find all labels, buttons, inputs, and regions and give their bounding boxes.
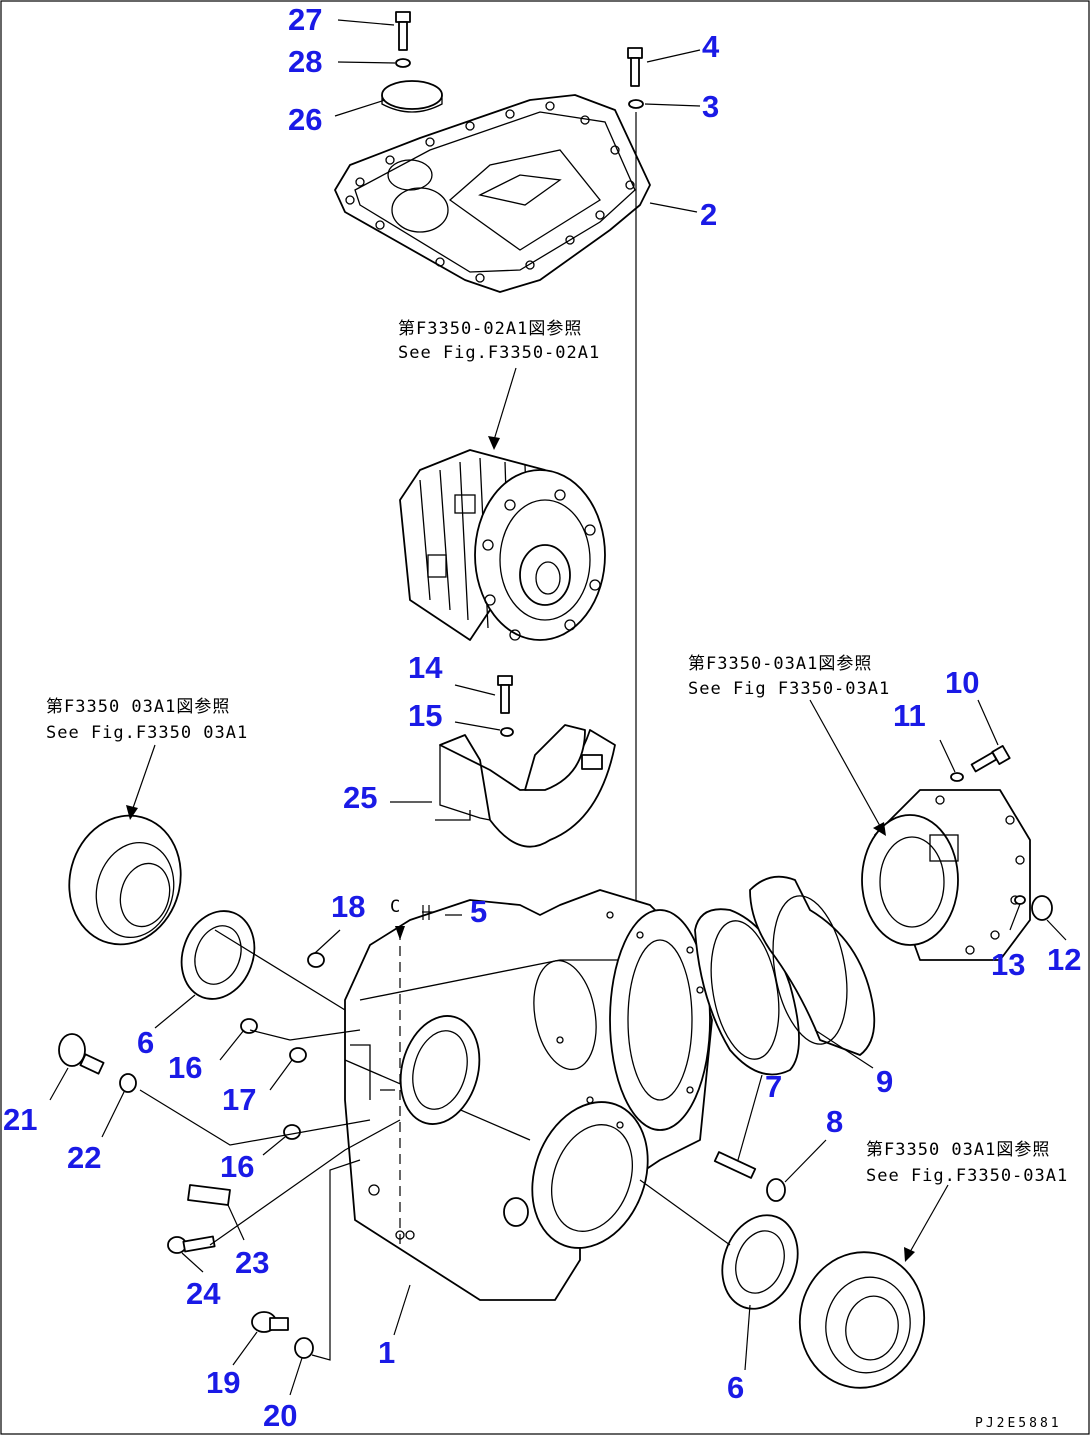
axle-housing-part-1 [344, 889, 713, 1301]
callout-23: 23 [235, 1245, 269, 1280]
washer-part-20 [294, 1337, 314, 1359]
callout-15: 15 [408, 698, 442, 733]
bolt-part-27 [395, 11, 411, 51]
top-cover-part-2 [334, 94, 651, 293]
washer-part-28 [395, 58, 411, 68]
callout-20: 20 [263, 1398, 297, 1433]
callout-27: 27 [288, 2, 322, 37]
callout-22: 22 [67, 1140, 101, 1175]
callout-numbers: 27 28 26 4 3 2 14 15 25 18 5 10 11 12 13… [3, 2, 1081, 1433]
callout-12: 12 [1047, 942, 1081, 977]
leader-lines [49, 19, 1067, 1396]
bolt-part-10 [970, 745, 1011, 773]
callout-14: 14 [408, 650, 443, 685]
callout-16-lower: 16 [220, 1149, 254, 1184]
shim-part-9 [694, 875, 876, 1076]
callout-18: 18 [331, 889, 365, 924]
washer-part-15 [500, 727, 514, 737]
plug-part-16-upper [240, 1018, 258, 1034]
callout-21: 21 [3, 1102, 37, 1137]
svg-text:第F3350 03A1図参照: 第F3350 03A1図参照 [46, 697, 230, 717]
svg-text:See Fig.F3350-03A1: See Fig.F3350-03A1 [866, 1166, 1068, 1186]
callout-28: 28 [288, 44, 322, 79]
bolt-part-24 [167, 1235, 216, 1254]
drawing-code: PJ2E5881 [975, 1416, 1062, 1431]
breather-part-21 [58, 1033, 105, 1075]
plug-part-16-lower [283, 1124, 301, 1140]
nut-part-8 [766, 1178, 786, 1202]
callout-19: 19 [206, 1365, 240, 1400]
bearing-part-6-left [180, 910, 256, 1000]
svg-text:C: C [390, 897, 401, 917]
callout-6-bottom: 6 [727, 1370, 744, 1405]
callout-7: 7 [765, 1069, 782, 1104]
bolt-part-4 [627, 47, 643, 87]
callout-24: 24 [186, 1276, 221, 1311]
washer-part-11 [950, 772, 964, 782]
callout-13: 13 [991, 947, 1025, 982]
callout-6-left: 6 [137, 1025, 154, 1060]
plug-part-18 [307, 952, 325, 968]
callout-8: 8 [826, 1104, 843, 1139]
callout-25: 25 [343, 780, 377, 815]
callout-5: 5 [470, 894, 487, 929]
washer-part-13 [1014, 895, 1026, 905]
svg-text:See Fig.F3350 03A1: See Fig.F3350 03A1 [46, 723, 248, 743]
bracket-part-25 [435, 724, 616, 848]
svg-text:See Fig.F3350-02A1: See Fig.F3350-02A1 [398, 343, 600, 363]
bolt-part-7 [713, 1151, 757, 1179]
svg-text:第F3350-02A1図参照: 第F3350-02A1図参照 [398, 319, 582, 339]
right-bearing-cage [861, 789, 1031, 961]
svg-text:第F3350 03A1図参照: 第F3350 03A1図参照 [866, 1140, 1050, 1160]
plate-part-23 [187, 1184, 231, 1206]
plug-part-12 [1031, 895, 1053, 921]
differential-assembly [399, 449, 606, 641]
callout-2: 2 [700, 197, 717, 232]
bottom-bearing-cage [798, 1251, 926, 1389]
bearing-part-6-bottom [721, 1214, 799, 1310]
diff-ref-leader [493, 367, 517, 441]
reference-note-left: 第F3350 03A1図参照 See Fig.F3350 03A1 [46, 697, 248, 743]
plug-part-17 [289, 1047, 307, 1063]
washer-part-22 [119, 1073, 137, 1093]
svg-text:See Fig F3350-03A1: See Fig F3350-03A1 [688, 679, 890, 699]
callout-26: 26 [288, 102, 322, 137]
callout-11: 11 [893, 698, 926, 733]
callout-16-upper: 16 [168, 1050, 202, 1085]
reference-note-lower: 第F3350 03A1図参照 See Fig.F3350-03A1 [866, 1140, 1068, 1186]
bolt-part-14 [497, 675, 513, 714]
reference-note-right: 第F3350-03A1図参照 See Fig F3350-03A1 [688, 654, 890, 699]
pin-part-5 [422, 905, 434, 920]
callout-17: 17 [222, 1082, 256, 1117]
washer-part-3 [628, 99, 644, 109]
svg-text:第F3350-03A1図参照: 第F3350-03A1図参照 [688, 654, 872, 674]
callout-1: 1 [378, 1335, 395, 1370]
callout-3: 3 [702, 89, 719, 124]
callout-9: 9 [876, 1064, 893, 1099]
plug-part-19 [251, 1311, 289, 1333]
cover-plate-part-26 [381, 80, 443, 113]
callout-4: 4 [702, 29, 720, 64]
reference-note-differential: 第F3350-02A1図参照 See Fig.F3350-02A1 [398, 319, 600, 363]
left-bearing-cage [68, 814, 182, 946]
callout-10: 10 [945, 665, 979, 700]
